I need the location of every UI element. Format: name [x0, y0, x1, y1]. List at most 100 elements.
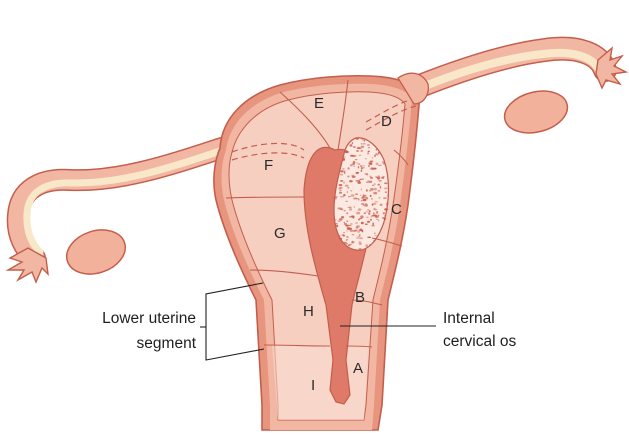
fibroid-speckle — [371, 216, 372, 217]
fibroid-speckle — [359, 237, 363, 239]
fibroid-speckle — [346, 225, 348, 228]
fibroid-speckle — [361, 170, 363, 172]
fibroid-speckle — [347, 187, 349, 189]
fibroid-speckle — [383, 197, 387, 198]
fibroid-speckle — [375, 216, 379, 219]
fibroid-speckle — [348, 196, 351, 197]
fibroid-speckle — [346, 236, 349, 237]
fibroid-speckle — [376, 163, 379, 166]
fibroid-speckle — [379, 197, 381, 198]
fibroid-speckle — [368, 212, 370, 215]
fibroid-speckle — [358, 230, 361, 231]
fibroid-speckle — [343, 194, 345, 196]
fibroid-speckle — [366, 182, 370, 183]
left-ovary — [61, 223, 131, 281]
fibroid-speckle — [362, 199, 366, 201]
fibroid-speckle — [344, 210, 346, 211]
fibroid-speckle — [356, 138, 359, 140]
cervix-region — [272, 345, 368, 420]
fibroid-speckle — [341, 174, 343, 176]
fibroid-speckle — [353, 206, 355, 208]
fibroid-speckle — [346, 212, 348, 214]
fibroid-speckle — [359, 242, 362, 245]
fibroid-speckle — [376, 219, 378, 220]
internal-os-label-line1: Internal — [443, 310, 495, 327]
fibroid-speckle — [342, 168, 345, 170]
fibroid-speckle — [373, 192, 377, 195]
fibroid-speckle — [372, 185, 374, 186]
fibroid-speckle — [378, 190, 381, 192]
fibroid-speckle — [361, 230, 363, 233]
fibroid-speckle — [359, 248, 362, 249]
zone-letter-b: B — [355, 289, 365, 306]
fibroid-speckle — [349, 244, 352, 245]
fibroid-speckle — [343, 242, 346, 244]
fibroid-speckle — [374, 155, 376, 157]
fibroid-speckle — [370, 167, 374, 169]
fibroid-speckle — [346, 230, 348, 231]
fibroid-speckle — [352, 234, 355, 236]
fibroid-speckle — [357, 231, 360, 233]
fibroid-speckle — [355, 193, 358, 194]
fibroid-speckle — [345, 151, 349, 153]
fibroid-speckle — [369, 244, 371, 246]
fibroid-speckle — [383, 212, 385, 214]
fibroid-speckle — [382, 217, 385, 218]
fibroid-speckle — [384, 182, 388, 184]
right-ovary — [500, 85, 572, 139]
fibroid-speckle — [361, 146, 365, 148]
fibroid-speckle — [352, 155, 356, 157]
fibroid-speckle — [374, 232, 375, 234]
fibroid-speckle — [349, 208, 352, 210]
fibroid-speckle — [380, 186, 382, 189]
fibroid-speckle — [387, 195, 389, 197]
fibroid-speckle — [365, 211, 368, 212]
fibroid-speckle — [363, 204, 365, 206]
fibroid-speckle — [351, 194, 355, 197]
fibroid-speckle — [361, 222, 364, 224]
fibroid-speckle — [356, 238, 359, 239]
fibroid-speckle — [367, 180, 369, 181]
fibroid-speckle — [340, 196, 344, 198]
fibroid-speckle — [344, 222, 345, 224]
fibroid-speckle — [361, 197, 364, 199]
fibroid-speckle — [378, 180, 381, 182]
fibroid-speckle — [356, 172, 359, 174]
fibroid-speckle — [368, 151, 370, 153]
fibroid-speckle — [350, 190, 352, 191]
fibroid-speckle — [369, 210, 371, 212]
fibroid-speckle — [376, 153, 378, 155]
fibroid-speckle — [344, 223, 347, 225]
zone-letter-h: H — [303, 303, 314, 320]
fibroid-speckle — [343, 234, 345, 236]
fibroid-speckle — [352, 142, 354, 145]
fibroid-speckle — [339, 218, 343, 221]
fibroid-speckle — [359, 218, 362, 219]
fibroid-speckle — [359, 234, 361, 236]
fibroid-speckle — [367, 209, 369, 210]
fibroid-speckle — [364, 204, 368, 207]
fibroid-speckle — [353, 218, 355, 219]
fibroid-speckle — [361, 138, 363, 140]
fibroid-speckle — [350, 164, 353, 166]
fibroid-speckle — [367, 236, 371, 238]
fibroid-speckle — [369, 190, 371, 192]
fibroid-speckle — [360, 165, 362, 167]
fibroid-speckle — [365, 224, 368, 225]
fibroid-speckle — [339, 192, 342, 194]
lower-uterine-label-line2: segment — [137, 335, 197, 352]
fibroid-speckle — [348, 245, 351, 246]
right-fallopian-tube — [415, 49, 605, 88]
fibroid-speckle — [372, 157, 374, 158]
fibroid-speckle — [363, 194, 365, 197]
fibroid-speckle — [353, 147, 355, 148]
fibroid-speckle — [336, 225, 338, 227]
fibroid-speckle — [386, 203, 390, 204]
fibroid-speckle — [366, 217, 369, 218]
fibroid-speckle — [356, 198, 358, 199]
fibroid-speckle — [384, 215, 385, 217]
fibroid-speckle — [376, 211, 378, 214]
fibroid-speckle — [363, 143, 366, 144]
fibroid-speckle — [369, 160, 373, 162]
fibroid-speckle — [361, 188, 362, 190]
